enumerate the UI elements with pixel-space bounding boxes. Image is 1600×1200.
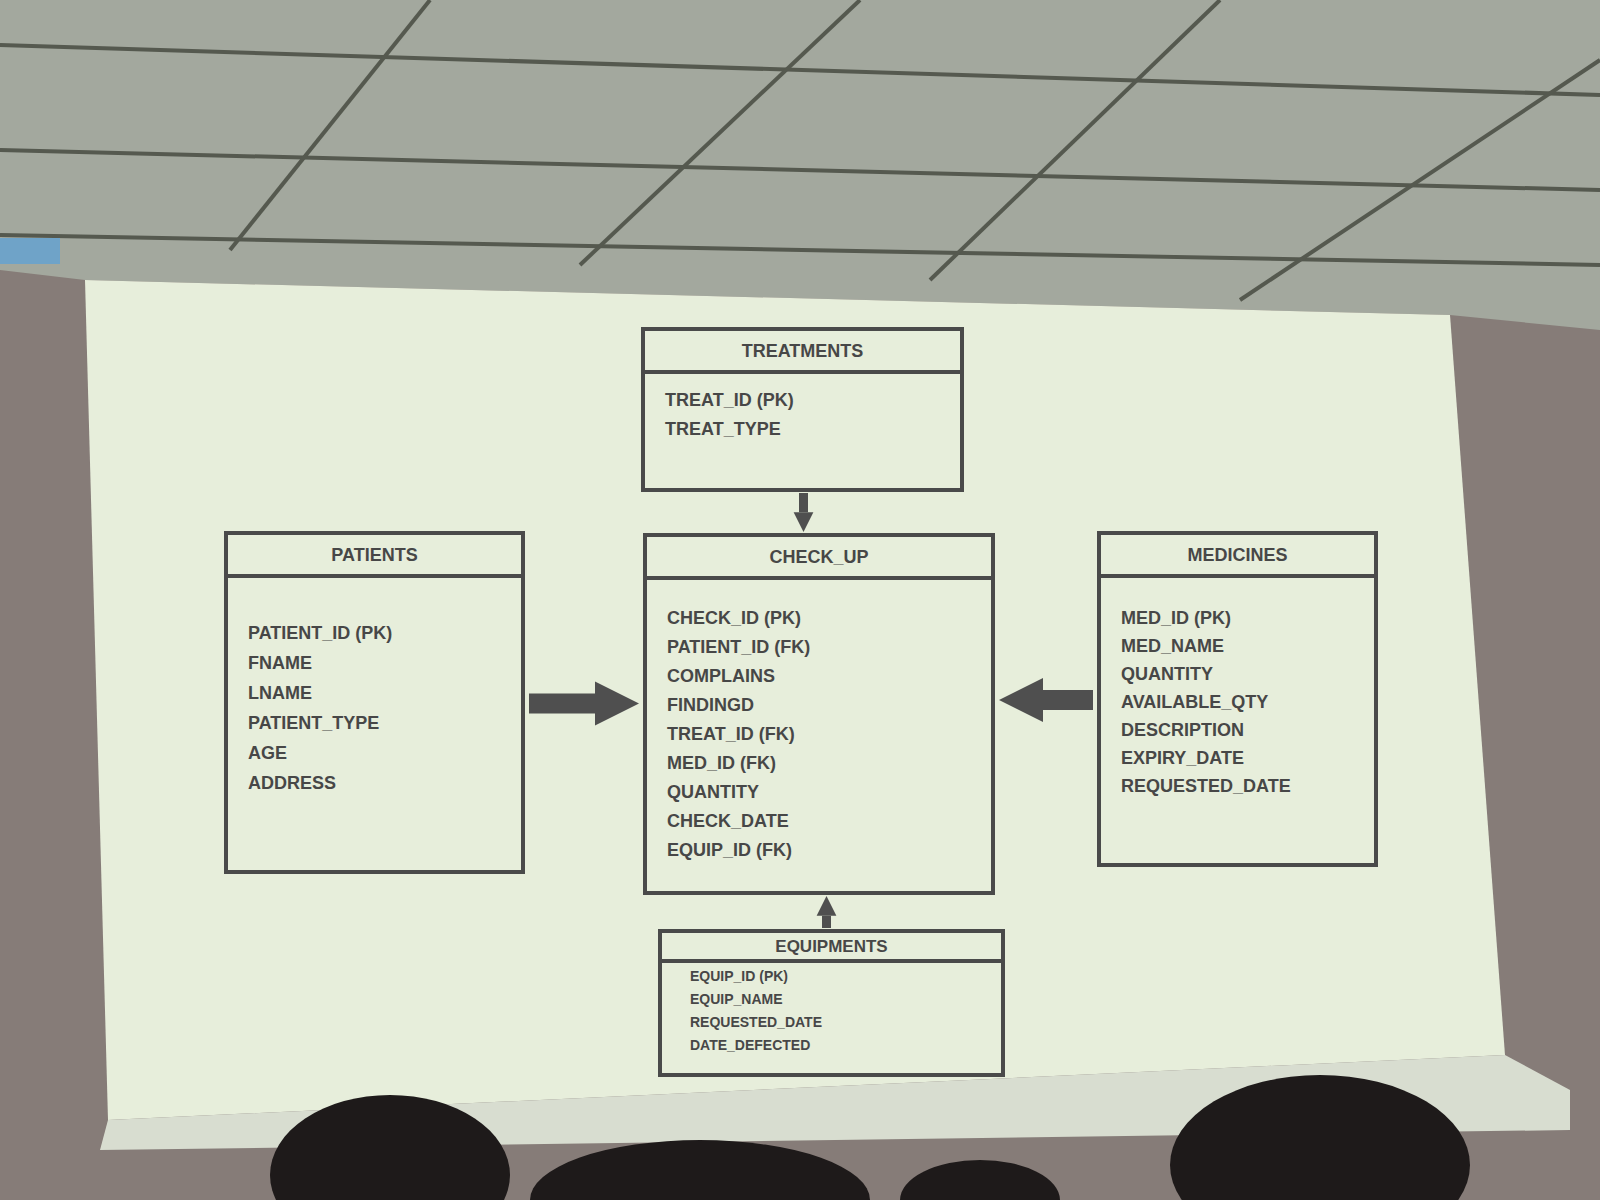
attribute-list: PATIENT_ID (PK)FNAMELNAMEPATIENT_TYPEAGE… <box>228 578 521 812</box>
equipments-entity: EQUIPMENTSEQUIP_ID (PK)EQUIP_NAMEREQUEST… <box>658 929 1005 1077</box>
attribute-name: EQUIP_NAME <box>690 988 983 1011</box>
attribute-name: COMPLAINS <box>667 662 973 691</box>
attribute-name: PATIENT_TYPE <box>248 708 503 738</box>
attribute-name: REQUESTED_DATE <box>690 1011 983 1034</box>
attribute-name: REQUESTED_DATE <box>1121 772 1356 800</box>
relationship-arrow <box>1043 690 1093 710</box>
attribute-name: LNAME <box>248 678 503 708</box>
attribute-name: CHECK_ID (PK) <box>667 604 973 633</box>
relationship-arrow <box>799 493 808 512</box>
attribute-list: TREAT_ID (PK)TREAT_TYPE <box>645 374 960 458</box>
entity-name: EQUIPMENTS <box>662 933 1001 963</box>
treatments-entity: TREATMENTSTREAT_ID (PK)TREAT_TYPE <box>641 327 964 492</box>
ceiling-grid <box>0 0 1600 300</box>
attribute-name: QUANTITY <box>667 778 973 807</box>
attribute-name: PATIENT_ID (FK) <box>667 633 973 662</box>
attribute-name: MED_ID (FK) <box>667 749 973 778</box>
attribute-name: AVAILABLE_QTY <box>1121 688 1356 716</box>
wall-sign <box>0 238 60 264</box>
entity-name: MEDICINES <box>1101 535 1374 578</box>
attribute-name: FINDINGD <box>667 691 973 720</box>
relationship-arrow <box>822 916 831 928</box>
attribute-name: DESCRIPTION <box>1121 716 1356 744</box>
ceiling <box>0 0 1600 330</box>
entity-name: CHECK_UP <box>647 537 991 580</box>
attribute-name: EQUIP_ID (PK) <box>690 965 983 988</box>
attribute-name: MED_NAME <box>1121 632 1356 660</box>
audience-heads <box>270 1075 1470 1200</box>
attribute-list: MED_ID (PK)MED_NAMEQUANTITYAVAILABLE_QTY… <box>1101 578 1374 814</box>
attribute-name: EXPIRY_DATE <box>1121 744 1356 772</box>
attribute-name: EQUIP_ID (FK) <box>667 836 973 865</box>
attribute-name: QUANTITY <box>1121 660 1356 688</box>
patients-entity: PATIENTSPATIENT_ID (PK)FNAMELNAMEPATIENT… <box>224 531 525 874</box>
attribute-name: CHECK_DATE <box>667 807 973 836</box>
attribute-name: TREAT_ID (PK) <box>665 386 942 415</box>
relationship-arrow <box>529 694 595 714</box>
attribute-name: TREAT_TYPE <box>665 415 942 444</box>
attribute-name: TREAT_ID (FK) <box>667 720 973 749</box>
attribute-name: DATE_DEFECTED <box>690 1034 983 1057</box>
attribute-name: AGE <box>248 738 503 768</box>
attribute-list: EQUIP_ID (PK)EQUIP_NAMEREQUESTED_DATEDAT… <box>662 963 1001 1059</box>
attribute-name: ADDRESS <box>248 768 503 798</box>
attribute-name: FNAME <box>248 648 503 678</box>
attribute-name: PATIENT_ID (PK) <box>248 618 503 648</box>
attribute-name: MED_ID (PK) <box>1121 604 1356 632</box>
checkup-entity: CHECK_UPCHECK_ID (PK)PATIENT_ID (FK)COMP… <box>643 533 995 895</box>
entity-name: PATIENTS <box>228 535 521 578</box>
medicines-entity: MEDICINESMED_ID (PK)MED_NAMEQUANTITYAVAI… <box>1097 531 1378 867</box>
attribute-list: CHECK_ID (PK)PATIENT_ID (FK)COMPLAINSFIN… <box>647 580 991 879</box>
projection-screen <box>85 280 1505 1120</box>
entity-name: TREATMENTS <box>645 331 960 374</box>
